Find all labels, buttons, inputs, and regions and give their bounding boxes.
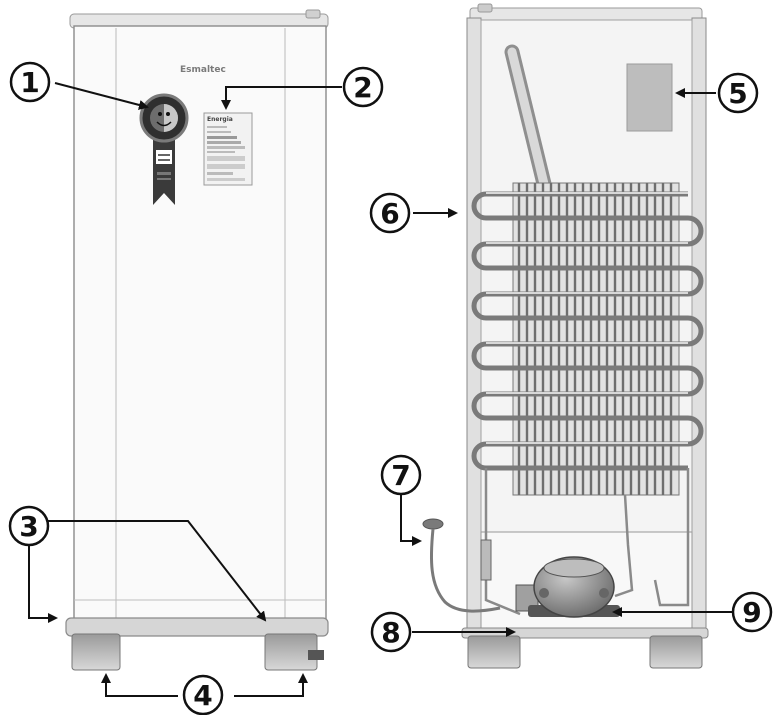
callout-6: 6 — [369, 192, 411, 234]
callout-3: 3 — [8, 505, 50, 547]
compressor — [528, 556, 620, 618]
back-left-foot — [467, 635, 521, 669]
callout-8: 8 — [370, 611, 412, 653]
front-left-foot — [71, 633, 121, 671]
back-view — [422, 3, 709, 669]
back-right-foot — [649, 635, 703, 669]
front-base-trim — [65, 617, 329, 637]
condenser-coil — [471, 182, 704, 496]
model-plate — [626, 63, 673, 132]
callout-1-number: 1 — [20, 66, 39, 99]
front-view: Esmaltec Energia — [65, 9, 329, 671]
callout-7: 7 — [380, 454, 422, 496]
callout-1: 1 — [9, 61, 51, 103]
callout-2-leader — [221, 86, 342, 110]
callout-2: 2 — [342, 66, 384, 108]
callout-1-leader — [54, 82, 149, 110]
energy-label-title: Energia — [207, 116, 233, 123]
callout-9-number: 9 — [742, 596, 761, 629]
callout-5: 5 — [717, 72, 759, 114]
callout-3-leader-left — [28, 540, 58, 623]
callout-4-number: 4 — [193, 679, 212, 712]
energy-label: Energia — [203, 112, 253, 186]
callout-7-number: 7 — [391, 459, 410, 492]
front-cabinet — [73, 25, 327, 633]
back-left-wall — [466, 17, 482, 637]
sensor-probe — [422, 518, 501, 613]
callout-7-leader — [400, 495, 422, 546]
callout-6-number: 6 — [380, 197, 399, 230]
callout-2-number: 2 — [353, 71, 372, 104]
callout-4-leader-left — [101, 673, 178, 697]
callout-9: 9 — [731, 591, 773, 633]
callout-5-number: 5 — [728, 77, 747, 110]
callout-3-number: 3 — [19, 510, 38, 543]
callout-markers: 1 2 3 4 5 6 7 8 — [8, 61, 773, 715]
brand-logo: Esmaltec — [180, 65, 226, 75]
callout-3-leader-right — [47, 520, 267, 622]
energy-seal-ribbon — [139, 93, 189, 205]
callout-4-leader-right — [234, 673, 308, 697]
callout-4: 4 — [182, 674, 224, 715]
callout-8-number: 8 — [381, 616, 400, 649]
callouts — [28, 82, 737, 697]
